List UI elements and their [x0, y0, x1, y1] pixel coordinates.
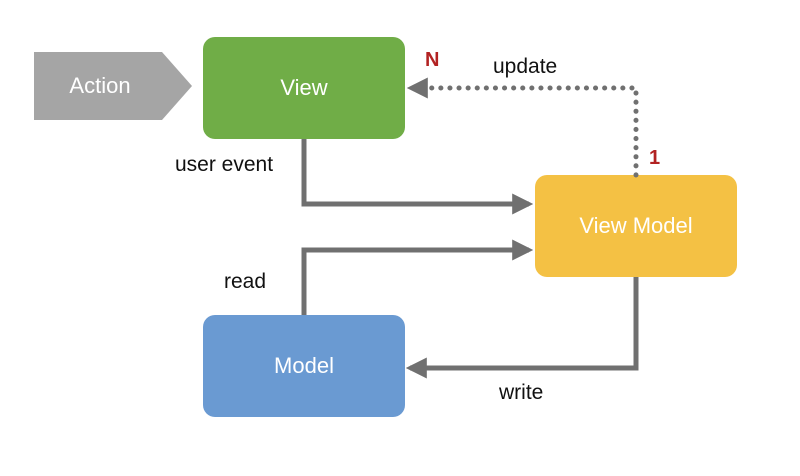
- view-model-label: View Model: [579, 213, 692, 238]
- action-node: Action: [34, 52, 192, 120]
- read-label: read: [224, 270, 266, 293]
- model-box: [203, 315, 405, 417]
- update-arrow: [406, 77, 639, 178]
- update-label: update: [493, 55, 557, 78]
- read-arrow: [301, 239, 534, 315]
- multiplicity-1-label: 1: [649, 147, 660, 169]
- view-box: [203, 37, 405, 139]
- view-model-box: [535, 175, 737, 277]
- view-node: View: [203, 37, 405, 139]
- action-label: Action: [69, 73, 130, 98]
- model-label: Model: [274, 353, 334, 378]
- model-node: Model: [203, 315, 405, 417]
- view-model-node: View Model: [535, 175, 737, 277]
- user-event-arrow: [301, 139, 534, 215]
- user-event-label: user event: [175, 153, 273, 176]
- write-label: write: [498, 381, 543, 404]
- write-arrow: [405, 277, 639, 379]
- action-shape: [34, 52, 192, 120]
- multiplicity-n-label: N: [425, 49, 439, 71]
- view-label: View: [280, 75, 327, 100]
